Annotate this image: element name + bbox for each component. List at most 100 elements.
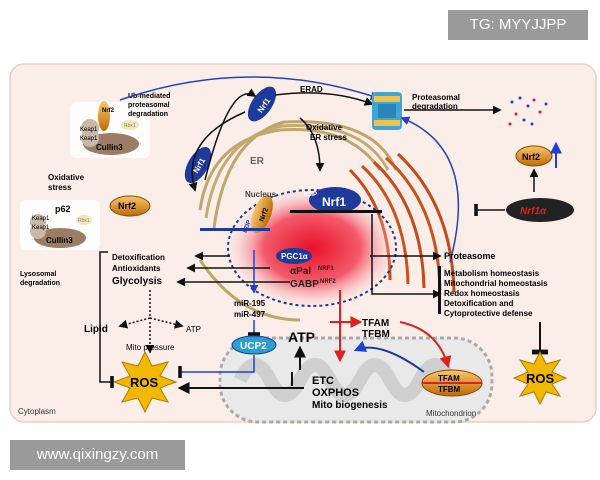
dna-strand xyxy=(200,228,270,231)
atp-small-label: ATP xyxy=(186,325,201,334)
nrf1-cycle-arrow xyxy=(188,111,246,192)
mir497-label: miR-497 xyxy=(234,310,266,319)
pgc1a-node xyxy=(276,248,312,264)
p62-keap1-complex xyxy=(20,200,100,250)
detox-label: Detoxification xyxy=(112,253,165,262)
to-atp-small-arrow xyxy=(149,317,184,329)
mir195-label: miR-195 xyxy=(234,299,266,308)
keap1-label-a: Keap1 xyxy=(80,127,98,133)
function-redox: Redox homeostasis xyxy=(444,289,520,298)
nrf2-nuclear-node: Nrf2 xyxy=(251,194,273,234)
rbx1-label-top: Rbx1 xyxy=(124,123,136,129)
gabp-label: GABP xyxy=(290,279,319,290)
peptide-fragments xyxy=(508,96,548,126)
functions-arrow xyxy=(371,214,442,299)
keap1-label-b: Keap1 xyxy=(80,136,98,142)
nrf2-sup-label: NRF2 xyxy=(320,279,336,285)
nrf2-label-complex: Nrf2 xyxy=(102,108,115,114)
tfam-label: TFAM xyxy=(362,318,389,329)
nrf1-left-node: Nrf1 xyxy=(184,146,212,184)
tfam-to-mtdna-arrow xyxy=(399,321,452,369)
ub-mediated-line1: Ub-mediated xyxy=(128,93,170,100)
mito-pressure-label: Mito pressure xyxy=(126,343,175,352)
lysosomal-line2: degradation xyxy=(20,280,60,287)
keap1-label-c: Keap1 xyxy=(32,216,50,222)
cullin3-label-top: Cullin3 xyxy=(96,143,123,152)
p62-label: p62 xyxy=(55,204,71,214)
er-stress-arrow xyxy=(299,117,325,172)
keap1-cullin3-complex xyxy=(70,101,150,158)
oxidative-er-line1: Oxidative xyxy=(306,123,343,132)
function-cytoprotective: Cytoprotective defense xyxy=(444,309,533,318)
svg-text:Nrf2: Nrf2 xyxy=(259,207,270,223)
proteasomal-deg-line2: degradation xyxy=(412,102,458,111)
proteasomal-deg-line1: Proteasomal xyxy=(412,93,460,102)
bzip-label-nrf2: bZIP xyxy=(243,220,253,234)
nrf2-cytosolic-label: Nrf2 xyxy=(118,201,136,211)
svg-text:Nrf1: Nrf1 xyxy=(322,195,346,209)
dna-strand-2 xyxy=(290,210,382,213)
functions-bracket xyxy=(438,266,441,314)
erad-label: ERAD xyxy=(300,85,323,94)
ub-mediated-line3: degradation xyxy=(128,111,168,118)
mitochondrion-label: Mitochondrion xyxy=(426,409,476,418)
lysosomal-line1: Lysosomal xyxy=(20,271,56,278)
nrf1-top-node: Nrf1 xyxy=(247,86,277,122)
nrf1-cycle-arrow-2 xyxy=(204,88,257,181)
tfam-mito-label: TFAM xyxy=(438,374,460,383)
proteasome-barrel xyxy=(372,92,402,130)
keap1-label-d: Keap1 xyxy=(32,225,50,231)
apal-label: αPal xyxy=(290,266,311,277)
antioxidants-label: Antioxidants xyxy=(112,264,161,273)
watermark-bottom: www.qixingzy.com xyxy=(10,440,185,470)
oxidative-stress-line2: stress xyxy=(48,183,72,192)
nrf2-cytosolic-node xyxy=(109,195,151,217)
cullin3-label-bottom: Cullin3 xyxy=(46,236,73,245)
cytoplasm-label: Cytoplasm xyxy=(18,407,56,416)
ros-label-right: ROS xyxy=(526,371,555,386)
detox-bracket xyxy=(99,251,108,340)
lipid-label: Lipid xyxy=(84,324,108,335)
proteasome-label: Proteasome xyxy=(444,251,496,261)
mitochondrion xyxy=(218,336,494,424)
proteasome-feedback-arrow xyxy=(400,116,460,263)
erad-arrow xyxy=(274,92,374,106)
nrf2-right-node xyxy=(515,145,553,167)
nrf2-right-label: Nrf2 xyxy=(522,152,540,162)
function-detox: Detoxification and xyxy=(444,299,513,308)
function-metabolism: Metabolism homeostasis xyxy=(444,269,540,278)
ros-star-right xyxy=(512,350,568,406)
ucp2-inhibit-ros xyxy=(178,355,255,378)
glycolysis-label: Glycolysis xyxy=(112,276,162,287)
bzip-label-nrf1: bZIP xyxy=(304,192,317,198)
ros-star-left xyxy=(112,350,178,414)
ub-to-proteasome-arrow xyxy=(119,76,380,101)
ub-mediated-line2: proteasomal xyxy=(128,102,170,109)
nrf1a-knockout-node: Nrf1α xyxy=(506,198,574,222)
inhibit-ros-left xyxy=(99,340,114,388)
ucp2-node xyxy=(231,335,277,355)
etc-label: ETC xyxy=(312,375,334,387)
ros-label-left: ROS xyxy=(130,375,159,390)
to-lipid-arrow xyxy=(118,317,151,329)
watermark-top: TG: MYYJJPP xyxy=(448,10,588,40)
tfbm-mito-label: TFBM xyxy=(438,385,461,394)
mtdna-node xyxy=(421,369,483,397)
nrf1-sup-label: NRF1 xyxy=(318,266,334,272)
pgc1a-label: PGC1α xyxy=(281,252,308,261)
oxphos-label: OXPHOS xyxy=(312,387,359,399)
nucleus-label: Nucleus xyxy=(245,190,277,199)
atp-big-label: ATP xyxy=(288,329,315,345)
tfbm-label: TFBM xyxy=(362,329,390,340)
nrf1-nuclear-node: Nrf1 xyxy=(309,187,361,213)
er-label: ER xyxy=(250,156,265,167)
ucp2-label: UCP2 xyxy=(240,341,267,352)
oxidative-er-line2: ER stress xyxy=(310,133,347,142)
function-mitochondrial: Mitochondrial homeostasis xyxy=(444,279,548,288)
rbx1-label-bottom: Rbx1 xyxy=(78,218,90,224)
svg-text:Nrf1α: Nrf1α xyxy=(520,206,547,217)
mito-biogenesis-label: Mito biogenesis xyxy=(312,400,388,411)
mtdna-to-etc-arrow xyxy=(353,340,425,373)
oxidative-stress-line1: Oxidative xyxy=(48,173,85,182)
